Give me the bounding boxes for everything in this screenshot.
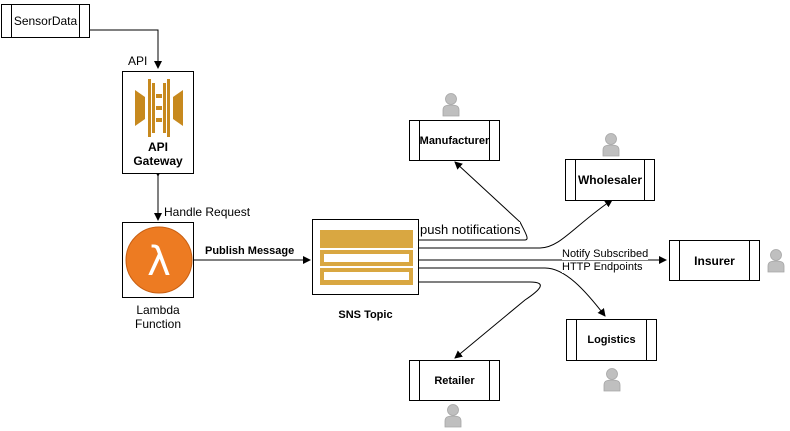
person-icon [602,133,620,157]
insurer-node[interactable]: Insurer [669,240,760,281]
edge-sns-to-logistics [418,267,606,317]
edge-sensor-to-gateway [90,29,162,69]
edge-sns-to-retailer [418,281,541,359]
lambda-label-line2: Function [134,317,182,331]
api-gateway-label-line2: Gateway [133,154,183,168]
push-notifications-label: push notifications [420,222,521,237]
manufacturer-node[interactable]: Manufacturer [409,120,500,161]
logistics-node[interactable]: Logistics [566,319,657,361]
notify-label-line2: HTTP Endpoints [562,261,643,273]
person-icon [444,404,462,428]
sns-topic-icon [320,230,413,285]
sns-topic-label: SNS Topic [338,309,393,321]
lambda-label-line1: Lambda [136,303,180,317]
sensor-data-node[interactable]: SensorData [1,4,90,38]
wholesaler-node[interactable]: Wholesaler [565,159,655,201]
svg-text:λ: λ [147,239,171,285]
api-gateway-node[interactable]: API Gateway [122,71,194,174]
person-icon [767,249,785,273]
notify-label-line1: Notify Subscribed [562,248,649,260]
edge-sns-to-wholesaler [418,199,613,249]
sns-topic-node[interactable] [312,219,419,295]
retailer-node[interactable]: Retailer [409,360,500,401]
person-icon [603,368,621,392]
handle-request-label: Handle Request [164,205,251,219]
lambda-node[interactable]: λ [122,222,194,298]
person-icon [442,93,460,117]
lambda-icon: λ [125,226,193,294]
api-edge-label: API [128,54,148,68]
api-gateway-icon [135,79,183,137]
publish-message-label: Publish Message [205,245,295,257]
api-gateway-label-line1: API [147,140,168,154]
